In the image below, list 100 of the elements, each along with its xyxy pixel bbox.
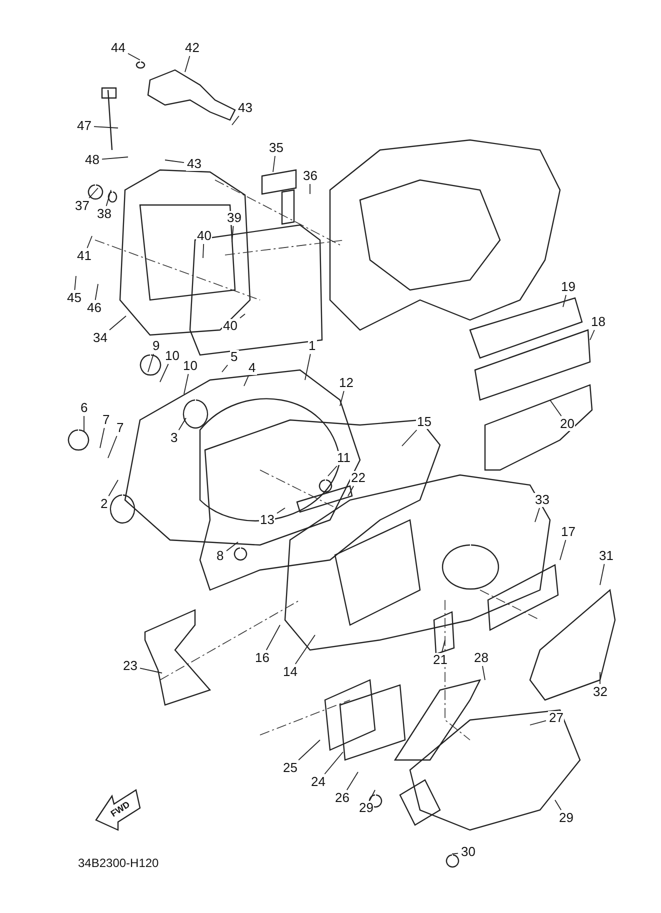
callout-number: 29 [558,811,574,825]
callout-number: 29 [358,801,374,815]
callout-number: 41 [76,249,92,263]
leader-line [442,640,446,652]
callout-number: 35 [268,141,284,155]
callout-number: 6 [80,401,89,415]
callout-number: 42 [184,41,200,55]
callout-number: 24 [310,775,326,789]
leader-line [328,466,338,476]
leader-line [534,508,540,522]
leader-line [244,376,249,386]
callout-number: 13 [259,513,276,527]
callout-number: 34 [92,331,108,345]
callout-number: 37 [74,199,90,213]
callout-number: 4 [248,361,257,375]
leader-line [86,236,92,248]
callout-number: 30 [460,845,476,859]
leader-line [402,430,418,446]
callout-number: 32 [592,685,608,699]
callout-number: 28 [473,651,490,665]
callout-number: 3 [170,431,179,445]
leader-line [560,540,566,560]
leader-line [140,668,162,674]
leader-line [370,790,376,800]
leader-line [178,418,186,430]
callout-number: 9 [152,339,161,353]
callout-number: 20 [559,417,576,431]
callout-number: 40 [196,229,212,243]
callout-number: 12 [338,376,354,390]
callout-number: 36 [302,169,318,183]
callout-number: 5 [230,350,239,364]
callout-number: 47 [76,119,92,133]
callout-number: 17 [560,525,576,539]
callout-number: 19 [560,280,576,294]
leader-line [346,772,358,790]
leader-line [88,188,98,198]
leader-line [94,126,118,128]
leader-line [452,852,458,854]
fwd-marking: FWD [108,799,132,819]
leader-line [482,666,486,680]
leader-line [100,428,105,448]
leader-line [324,752,344,774]
leader-line [94,284,98,300]
leader-line [160,364,169,382]
callout-number: 40 [222,319,238,333]
leader-line [554,800,562,810]
leader-line [108,480,118,496]
callout-number: 33 [534,493,550,507]
leader-line [272,156,276,172]
leader-line [266,624,280,650]
leader-line [590,330,595,340]
leader-line [202,244,204,258]
callout-number: 16 [254,651,270,665]
drawing-number: 34B2300-H120 [78,856,159,870]
callout-number: 44 [110,41,126,55]
leader-line [106,190,112,206]
leader-line [102,156,128,160]
callout-number: 26 [334,791,350,805]
callout-number: 10 [182,359,198,373]
callout-number: 46 [86,301,102,315]
leader-line [232,116,240,126]
callout-number: 15 [416,415,432,429]
callout-number: 7 [102,413,111,427]
leader-line [222,364,228,372]
callout-number: 43 [186,157,202,171]
leader-line [276,508,286,514]
leader-line [294,634,316,664]
callout-number: 11 [336,451,352,465]
callout-number: 8 [216,549,225,563]
leader-line [240,314,246,318]
callout-number: 18 [590,315,606,329]
callout-number: 38 [96,207,112,221]
leader-line [348,486,354,496]
callout-number: 23 [122,659,138,673]
leader-line [108,436,118,458]
leader-line [530,720,546,726]
callout-number: 7 [116,421,125,435]
callout-number: 48 [84,153,100,167]
leader-line [109,316,126,330]
leader-line [304,354,311,380]
callout-number: 39 [226,211,242,225]
leader-line [184,56,190,72]
callout-number: 25 [282,761,298,775]
leader-line [232,226,234,242]
callout-number: 31 [598,549,614,563]
leader-line [128,53,140,60]
leader-line [74,276,76,290]
leader-line [148,354,154,372]
leader-line [184,374,189,394]
callout-number: 22 [350,471,366,485]
callout-number: 45 [66,291,82,305]
leader-line [164,160,184,164]
callout-number: 43 [237,101,254,115]
callout-number: 10 [164,349,180,363]
callout-number: 14 [282,665,298,679]
leader-line [226,542,238,552]
leader-line [562,294,566,308]
callout-number: 21 [432,653,448,667]
callout-number: 27 [548,711,564,725]
callout-number: 2 [100,497,109,511]
